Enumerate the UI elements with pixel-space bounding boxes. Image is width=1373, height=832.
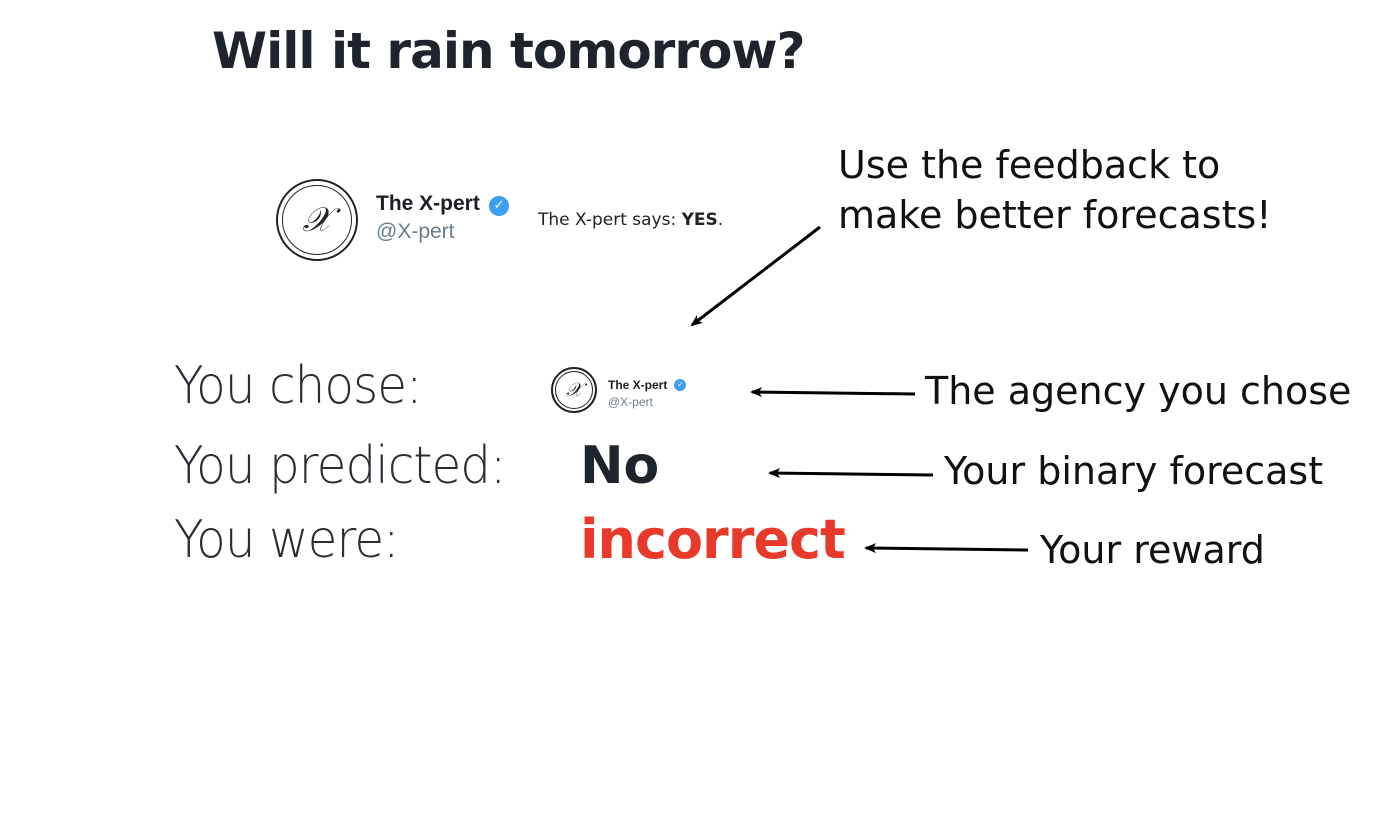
expert-handle: @X-pert: [376, 220, 455, 243]
label-you-predicted: You predicted:: [174, 436, 506, 496]
chosen-agency-identity: The X-pert ✓ @X-pert: [608, 374, 687, 409]
statement-suffix: .: [717, 210, 724, 230]
statement-prefix: The X-pert says:: [538, 210, 682, 230]
chosen-agency-avatar: 𝒳: [551, 367, 597, 413]
outcome-value: incorrect: [580, 508, 846, 571]
x-monogram-icon: 𝒳: [282, 185, 352, 255]
expert-name: The X-pert: [376, 192, 480, 215]
chosen-agency-name: The X-pert: [608, 378, 668, 392]
statement-answer: YES: [681, 210, 718, 230]
label-you-were: You were:: [174, 510, 399, 570]
annotation-feedback-line2: make better forecasts!: [838, 193, 1272, 237]
expert-avatar: 𝒳: [276, 179, 358, 261]
page-title: Will it rain tomorrow?: [212, 22, 806, 80]
predicted-value: No: [580, 436, 660, 496]
verified-badge-icon-small: ✓: [674, 378, 687, 391]
arrow-forecast: [768, 468, 934, 479]
arrow-feedback: [690, 225, 821, 327]
expert-statement: The X-pert says: YES.: [538, 210, 723, 230]
chosen-agency-handle: @X-pert: [608, 395, 653, 409]
x-monogram-icon-small: 𝒳: [555, 371, 593, 409]
label-you-chose: You chose:: [174, 356, 422, 416]
annotation-forecast: Your binary forecast: [944, 449, 1324, 493]
annotation-feedback: Use the feedback to make better forecast…: [838, 140, 1272, 240]
annotation-feedback-line1: Use the feedback to: [838, 143, 1221, 187]
annotation-reward: Your reward: [1040, 528, 1265, 572]
arrow-agency: [750, 387, 916, 398]
arrow-reward: [864, 543, 1029, 554]
verified-badge-icon: ✓: [488, 195, 509, 216]
annotation-agency: The agency you chose: [925, 369, 1352, 413]
expert-identity: The X-pert ✓ @X-pert: [376, 192, 509, 244]
